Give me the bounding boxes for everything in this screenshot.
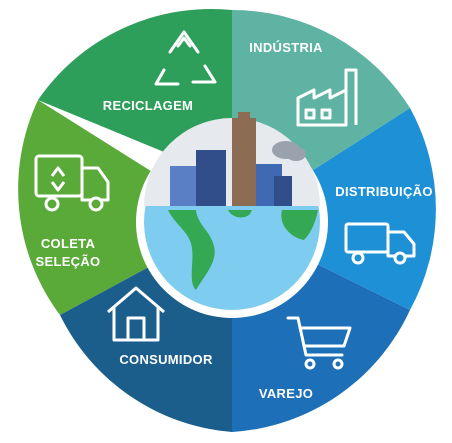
recycling-truck-icon	[34, 154, 110, 212]
label-reciclagem: RECICLAGEM	[103, 98, 193, 113]
label-coleta-line2: SELEÇÃO	[36, 254, 101, 269]
segment-coleta	[18, 100, 232, 315]
label-varejo: VAREJO	[259, 386, 313, 401]
factory-icon	[296, 68, 358, 127]
city-globe-icon	[136, 112, 328, 318]
label-industria: INDÚSTRIA	[249, 40, 323, 55]
recycle-icon	[154, 30, 217, 86]
shopping-cart-icon	[286, 316, 352, 370]
house-icon	[107, 286, 165, 342]
label-coleta-line1: COLETA	[41, 236, 96, 251]
label-consumidor: CONSUMIDOR	[119, 352, 213, 367]
label-distribuicao: DISTRIBUIÇÃO	[335, 184, 433, 199]
truck-icon	[344, 222, 416, 265]
segment-distribuicao	[232, 108, 436, 310]
